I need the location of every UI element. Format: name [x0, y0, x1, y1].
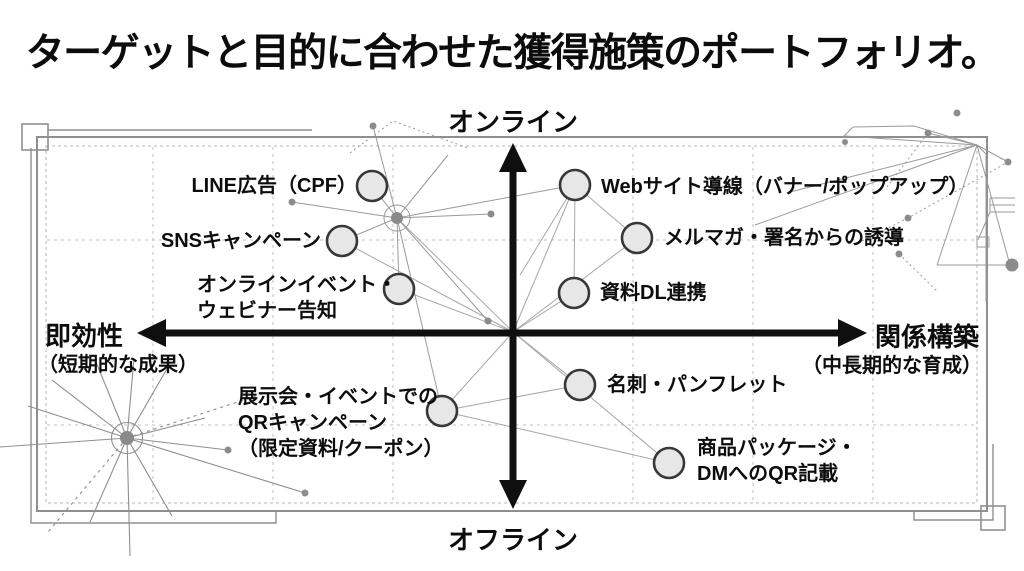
- node-line-ad: [355, 169, 389, 203]
- node-sns-campaign: [325, 224, 359, 258]
- hub-node-online: [291, 120, 576, 412]
- page-title: ターゲットと目的に合わせた獲得施策のポートフォリオ。: [25, 32, 1000, 75]
- frame: [21, 123, 1006, 531]
- axis-label-offline: オフライン: [447, 525, 579, 555]
- sketch-dots: [224, 109, 1019, 497]
- axis-horizontal: [137, 319, 867, 347]
- axis-vertical: [499, 143, 527, 509]
- axis-label-immediacy: 即効性: [45, 321, 124, 351]
- node-label-online-event: オンラインイベント・ ウェビナー告知: [197, 274, 397, 322]
- node-label-web-banner: Webサイト導線（バナー/ポップアップ）: [601, 176, 969, 198]
- nodes: [325, 168, 686, 480]
- node-web-banner: [558, 168, 592, 202]
- node-label-line-ad: LINE広告（CPF）: [191, 175, 357, 197]
- axis-label-relationship: 関係構築: [875, 322, 980, 352]
- node-doc-dl: [557, 276, 591, 310]
- axis-label-online: オンライン: [447, 107, 579, 137]
- hub-node-bottom-left: [0, 357, 306, 557]
- node-online-event: [382, 272, 416, 306]
- node-mailmag: [620, 221, 654, 255]
- node-label-package-dm: 商品パッケージ・ DMへのQR記載: [697, 437, 857, 485]
- node-label-doc-dl: 資料DL連携: [600, 282, 707, 304]
- node-meishi: [563, 368, 597, 402]
- axis-sublabel-relationship: （中長期的な育成）: [802, 355, 982, 377]
- node-label-qr-event: 展示会・イベントでの QRキャンペーン （限定資料/クーポン）: [238, 386, 444, 460]
- node-label-mailmag: メルマガ・署名からの誘導: [664, 227, 904, 249]
- node-label-meishi: 名刺・パンフレット: [607, 374, 788, 396]
- sketch-corner-top-right: [754, 125, 1015, 302]
- node-qr-event: [425, 394, 459, 428]
- node-label-sns-campaign: SNSキャンペーン: [160, 230, 321, 252]
- axis-sublabel-immediacy: （短期的な成果）: [38, 354, 198, 376]
- node-package-dm: [652, 446, 686, 480]
